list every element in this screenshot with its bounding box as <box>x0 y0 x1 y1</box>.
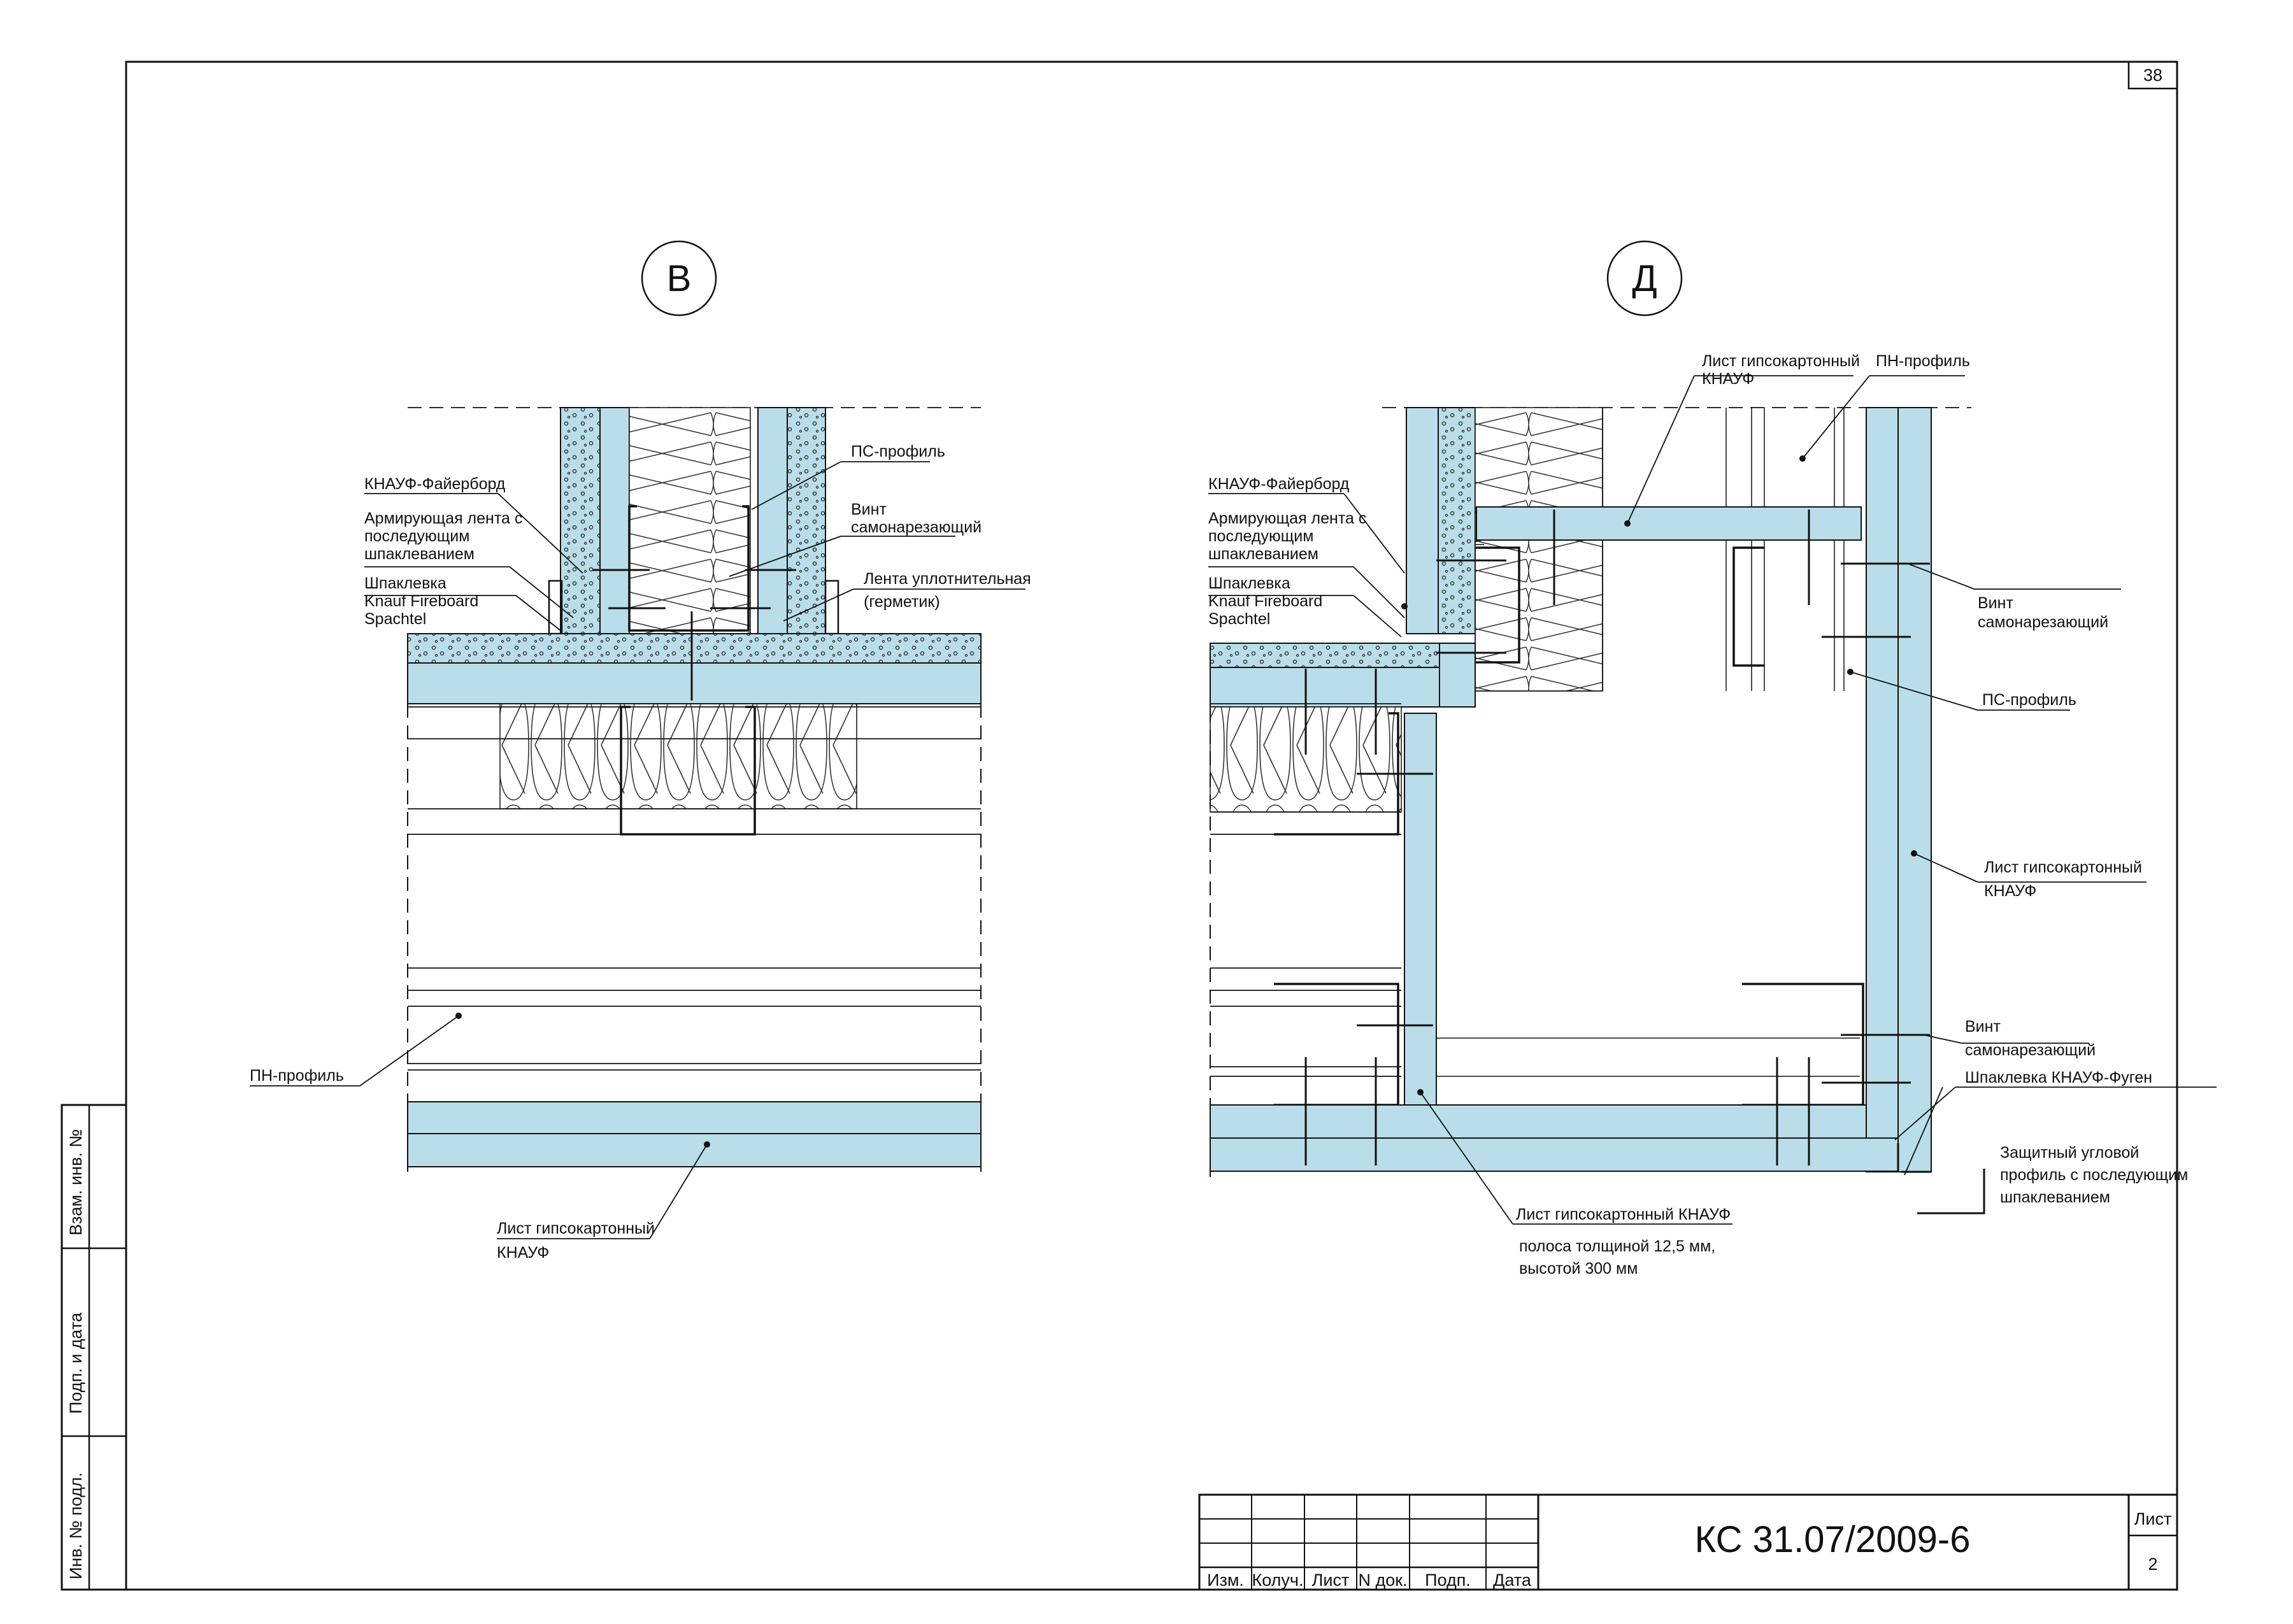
d-gkl-right-inner <box>1866 407 1899 1172</box>
label-d-gkl-top-2: КНАУФ <box>1702 370 1754 388</box>
detail-d-marker: Д <box>1606 240 1683 317</box>
detail-v-marker: В <box>641 240 717 317</box>
detail-v-drawing <box>407 407 982 1172</box>
document-code: КС 31.07/2009-6 <box>1695 1519 1971 1560</box>
label-d-tape-1: Армирующая лента с <box>1208 509 1366 527</box>
label-v-screw-1: Винт <box>851 501 887 518</box>
d-wall-insulation <box>1475 407 1603 692</box>
label-v-gkl-2: КНАУФ <box>497 1244 549 1262</box>
detail-d-drawing <box>1210 407 1985 1214</box>
label-d-putty-2: Knauf Fireboard <box>1208 592 1322 610</box>
fireboard-left-wall <box>560 407 601 634</box>
list-number: 2 <box>2148 1555 2157 1574</box>
label-d-screw-top-1: Винт <box>1978 594 2013 612</box>
label-v-pn-profile: ПН-профиль <box>250 1067 344 1085</box>
label-v-tape-1: Армирующая лента с <box>364 509 522 527</box>
ceiling-insulation <box>499 703 857 809</box>
detail-v-leaders <box>250 461 1025 1239</box>
detail-d-leaders <box>1208 375 2217 1225</box>
d-gkl-bottom-1 <box>1210 1104 1867 1139</box>
side-vzam-label: Взам. инв. № <box>66 1129 85 1236</box>
label-d-gkl-right-1: Лист гипсокартонный <box>1984 858 2142 876</box>
label-d-corner-1: Защитный угловой <box>2000 1144 2139 1162</box>
d-fireboard-wall <box>1406 407 1439 634</box>
ceiling-fireboard <box>407 633 982 664</box>
label-v-seal-1: Лента уплотнительная <box>864 570 1031 588</box>
label-v-gkl-1: Лист гипсокартонный <box>497 1220 655 1237</box>
label-d-putty-1: Шпаклевка <box>1208 574 1290 592</box>
title-block-headers: Изм. Колуч. Лист N док. Подп. Дата <box>1207 1571 1532 1590</box>
detail-v-dots <box>455 1013 710 1148</box>
label-v-tape-3: шпаклеванием <box>364 545 475 563</box>
label-d-putty-fugen: Шпаклевка КНАУФ-Фуген <box>1965 1069 2152 1086</box>
stamp-data: Дата <box>1493 1571 1532 1590</box>
d-gkl-top-plate <box>1476 506 1862 541</box>
detail-d-letter: Д <box>1632 258 1657 299</box>
label-v-putty-3: Spachtel <box>364 610 426 628</box>
d-ceiling-fireboard <box>1210 643 1440 668</box>
label-d-tape-3: шпаклеванием <box>1208 545 1318 563</box>
title-block <box>1198 1493 2178 1591</box>
label-v-screw-2: самонарезающий <box>851 518 982 536</box>
wall-insulation <box>629 407 751 634</box>
label-d-strip: Лист гипсокартонный КНАУФ <box>1516 1206 1731 1223</box>
detail-d-labels: КНАУФ-Файерборд Армирующая лента с после… <box>1208 352 2188 1278</box>
label-d-corner-2: профиль с последующим <box>2000 1166 2188 1184</box>
detail-v-labels: КНАУФ-Файерборд Армирующая лента с после… <box>250 443 1031 1262</box>
label-d-strip-note-2: высотой 300 мм <box>1519 1260 1638 1278</box>
label-d-corner-3: шпаклеванием <box>2000 1188 2110 1206</box>
label-d-screw-top-2: самонарезающий <box>1978 613 2108 631</box>
gkl-bottom-layer-1 <box>407 1101 982 1134</box>
label-v-tape-2: последующим <box>364 527 469 545</box>
label-d-screw-bottom-2: самонарезающий <box>1965 1041 2096 1059</box>
label-v-putty-1: Шпаклевка <box>364 574 446 592</box>
label-d-ps-profile: ПС-профиль <box>1982 691 2076 709</box>
side-podp-label: Подп. и дата <box>66 1312 85 1414</box>
side-inv-label: Инв. № подл. <box>66 1472 85 1579</box>
stamp-podp: Подп. <box>1425 1571 1471 1590</box>
label-v-putty-2: Knauf Fireboard <box>364 592 478 610</box>
side-stamp: Взам. инв. № Подп. и дата Инв. № подл. <box>66 1129 85 1579</box>
gkl-bottom-layer-2 <box>407 1133 982 1167</box>
label-d-gkl-top-1: Лист гипсокартонный <box>1702 352 1860 370</box>
label-d-strip-note-1: полоса толщиной 12,5 мм, <box>1519 1237 1715 1255</box>
label-d-gkl-right-2: КНАУФ <box>1984 882 2036 900</box>
sheet-frame <box>61 61 2178 1591</box>
label-d-putty-3: Spachtel <box>1208 610 1270 628</box>
detail-d-dots <box>1401 455 1917 1095</box>
label-v-seal-2: (герметик) <box>864 593 940 611</box>
label-v-fireboard: КНАУФ-Файерборд <box>364 475 506 493</box>
stamp-koluch: Колуч. <box>1252 1571 1304 1590</box>
d-gkl-right-outer <box>1897 407 1932 1172</box>
list-label: Лист <box>2134 1509 2172 1528</box>
label-v-ps-profile: ПС-профиль <box>851 443 945 460</box>
ceiling-gkl-layer <box>407 662 982 704</box>
stamp-ndok: N док. <box>1358 1571 1407 1590</box>
label-d-pn-profile: ПН-профиль <box>1876 352 1970 370</box>
fireboard-right-wall <box>787 407 826 634</box>
stamp-list: Лист <box>1312 1571 1350 1590</box>
stamp-izm: Изм. <box>1207 1571 1244 1590</box>
detail-v-letter: В <box>667 258 692 299</box>
page-number: 38 <box>2143 66 2162 85</box>
d-gkl-bottom-2 <box>1210 1137 1899 1172</box>
d-gkl-strip <box>1404 713 1437 1106</box>
label-d-screw-bottom-1: Винт <box>1965 1018 2001 1036</box>
label-d-fireboard: КНАУФ-Файерборд <box>1208 475 1350 493</box>
label-d-tape-2: последующим <box>1208 527 1313 545</box>
